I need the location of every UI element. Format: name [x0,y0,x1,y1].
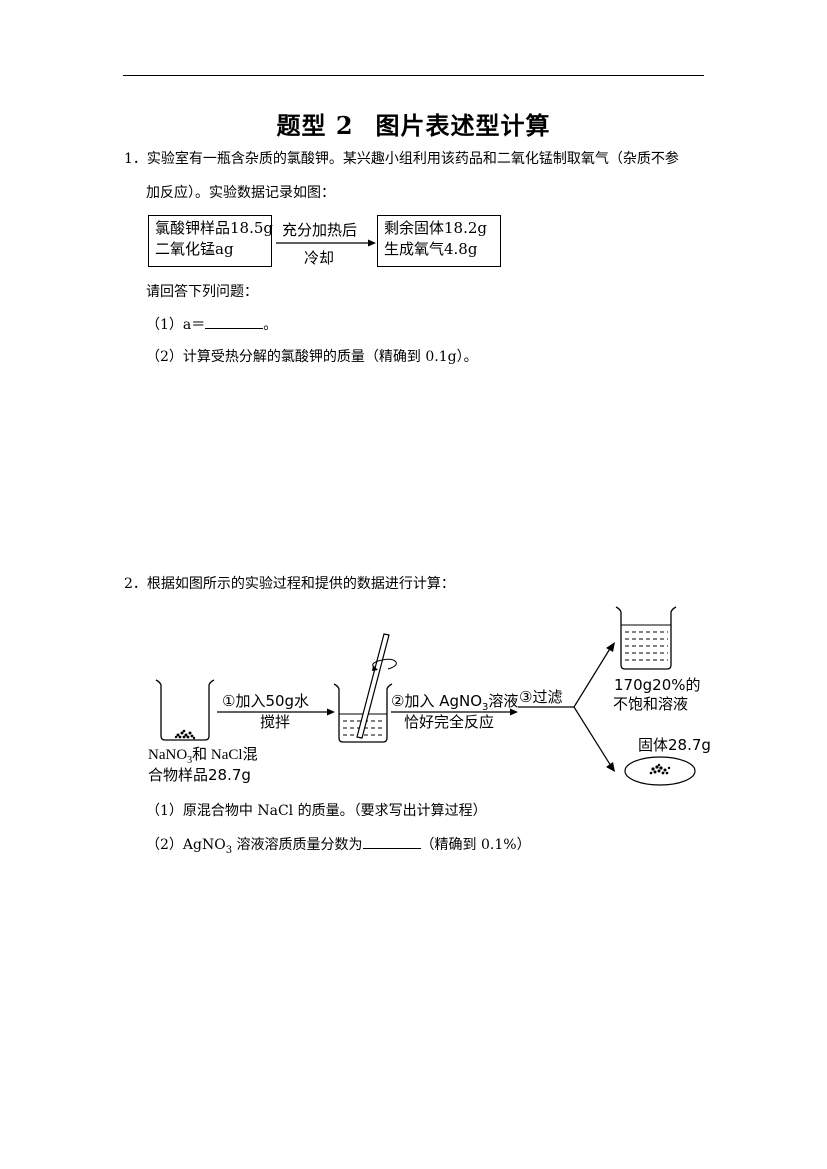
q1-sub1-prefix: （1）a＝ [146,317,206,333]
q2-sample-l1-sub: 3 [187,755,193,766]
q1-sub1-suffix: 。 [263,317,278,333]
title-part1: 题型 2 [276,111,354,140]
q2-result-line1: 170g20%的 [614,676,701,694]
q1-arrow-top-label: 充分加热后 [282,221,358,239]
q2-solid-label: 固体28.7g [638,736,711,754]
q2-step2-top: ②加入 AgNO [391,692,483,710]
q1-process-arrow [276,239,376,247]
q1-box-right-line1: 剩余固体18.2g [384,219,488,237]
q1-sub2: （2）计算受热分解的氯酸钾的质量（精确到 0.1g）。 [146,349,478,365]
title-part2: 图片表述型计算 [375,111,551,140]
q2-sample-label-line2: 合物样品28.7g [148,766,251,784]
q1-number: 1． [124,151,147,167]
q2-step1-label: ①加入50g水 [222,692,310,710]
q2-sub2: （2）AgNO3 溶液溶质质量分数为 （精确到 0.1%） [146,834,531,861]
q2-text: 根据如图所示的实验过程和提供的数据进行计算： [146,576,455,592]
q1-reactant-box: 氯酸钾样品18.5g 二氧化锰ag [148,215,274,267]
q1-arrow-bottom-label: 冷却 [304,249,335,267]
q1-sub1: （1）a＝ 。 [146,314,277,335]
q2-step3-arrows [518,642,615,772]
q2-step3-label: ③过滤 [519,688,563,706]
q1-product-box: 剩余固体18.2g 生成氧气4.8g [377,215,501,267]
q2-step1-arrow [217,708,335,716]
q2-step2-sub: 3 [482,702,489,713]
beaker-solution-icon [615,606,677,670]
q1-text-line2: 加反应）。实验数据记录如图： [146,185,335,201]
q1-answer-blank[interactable] [205,314,264,329]
q2-sub2-sub: 3 [225,844,233,856]
filter-paper-precipitate-icon [624,756,696,786]
q2-sub2-suffix: （精确到 0.1%） [420,837,531,853]
q2-number: 2． [124,576,147,592]
q2-step1-sublabel: 搅拌 [260,713,291,731]
q1-text-line1: 实验室有一瓶含杂质的氯酸钾。某兴趣小组利用该药品和二氧化锰制取氧气（杂质不参 [146,151,679,167]
q2-result-line2: 不饱和溶液 [613,695,689,713]
beaker-stirring-icon [333,633,397,743]
q2-step2-top-end: 溶液 [488,692,519,710]
q2-answer-blank[interactable] [362,834,421,849]
q1-line1: 1．实验室有一瓶含杂质的氯酸钾。某兴趣小组利用该药品和二氧化锰制取氧气（杂质不参 [124,149,679,169]
q1-box-left-line2: 二氧化锰ag [155,240,234,258]
q2-line1: 2．根据如图所示的实验过程和提供的数据进行计算： [124,574,455,594]
page-title: 题型 2 图片表述型计算 [0,106,827,141]
q2-sub2-mid: 溶液溶质质量分数为 [232,837,363,853]
q2-sample-label-line1: NaNO3和 NaCl混 [148,746,258,770]
q2-sub2-prefix: （2）AgNO [146,837,226,853]
q1-prompt: 请回答下列问题： [146,284,258,300]
beaker-sample-icon [155,679,215,741]
q2-sample-l1-end: 和 NaCl混 [192,747,258,763]
q1-box-right-line2: 生成氧气4.8g [384,240,478,258]
q2-step2-label: ②加入 AgNO3溶液 [391,692,518,717]
header-rule [123,75,704,76]
q2-sub1: （1）原混合物中 NaCl 的质量。（要求写出计算过程） [146,803,487,819]
q2-step2-arrow [391,708,518,716]
q2-sample-l1: NaNO [148,747,188,763]
q2-step2-sublabel: 恰好完全反应 [404,713,495,731]
q1-box-left-line1: 氯酸钾样品18.5g [155,219,274,237]
